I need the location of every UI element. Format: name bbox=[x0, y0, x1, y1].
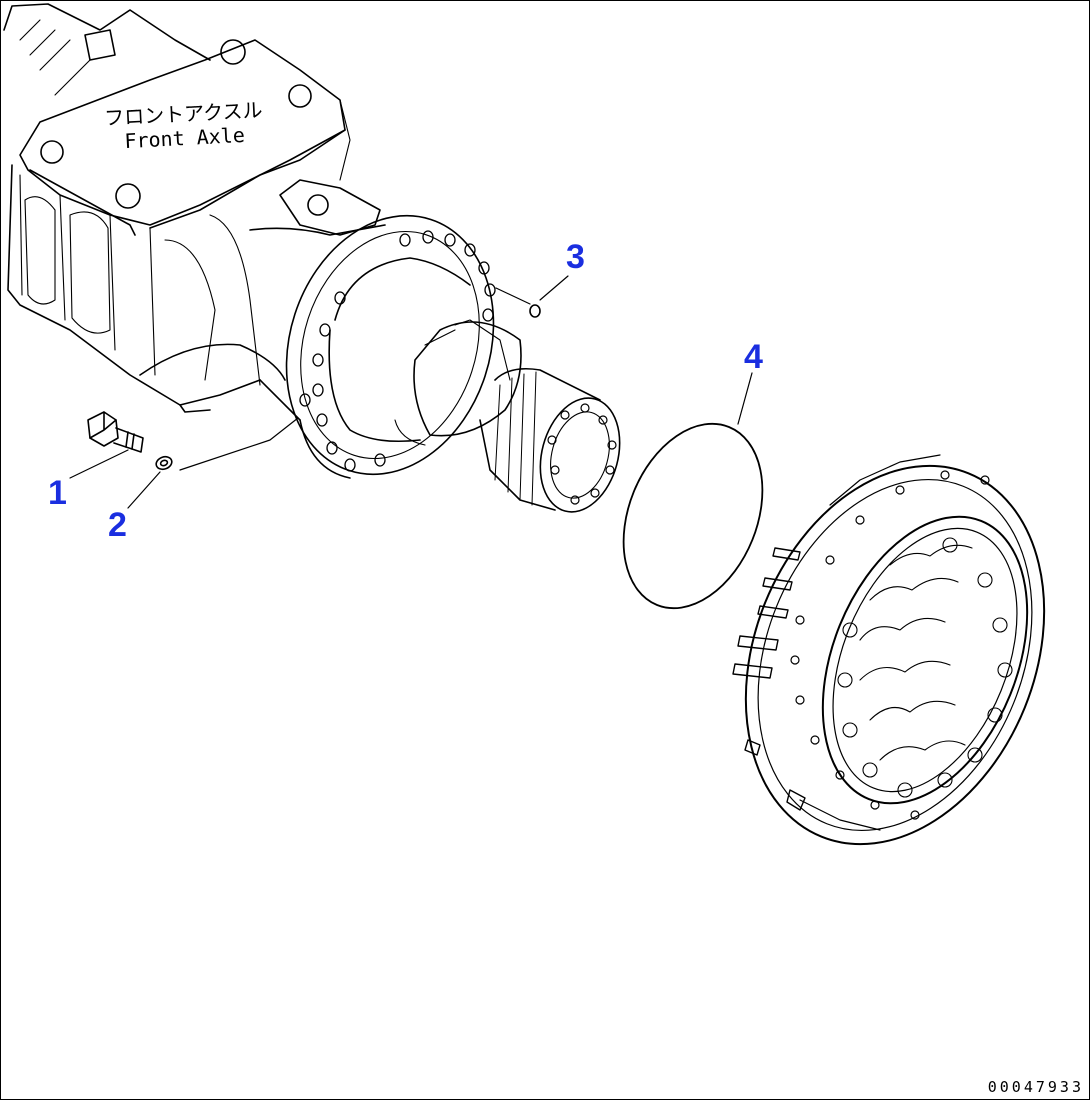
mount-hole-icon bbox=[40, 140, 64, 164]
front-axle-housing bbox=[3, 3, 381, 413]
callout-3: 3 bbox=[566, 238, 585, 276]
o-ring bbox=[622, 422, 764, 610]
drawing-number: 00047933 bbox=[987, 1078, 1084, 1096]
callout-2: 2 bbox=[108, 506, 127, 544]
washer bbox=[155, 455, 173, 471]
callout-4: 4 bbox=[744, 338, 763, 376]
mount-hole-icon bbox=[288, 84, 312, 108]
callout-1: 1 bbox=[48, 474, 67, 512]
bolt bbox=[87, 411, 144, 453]
plug bbox=[529, 304, 541, 318]
mount-hole-icon bbox=[220, 39, 246, 65]
flange-holes bbox=[299, 230, 496, 472]
leader-lines bbox=[69, 275, 753, 509]
ring-gear-assembly bbox=[732, 454, 1046, 846]
mount-hole-icon bbox=[115, 183, 141, 209]
front-axle-label: フロントアクスル Front Axle bbox=[103, 98, 265, 154]
spindle-hub bbox=[249, 214, 621, 513]
